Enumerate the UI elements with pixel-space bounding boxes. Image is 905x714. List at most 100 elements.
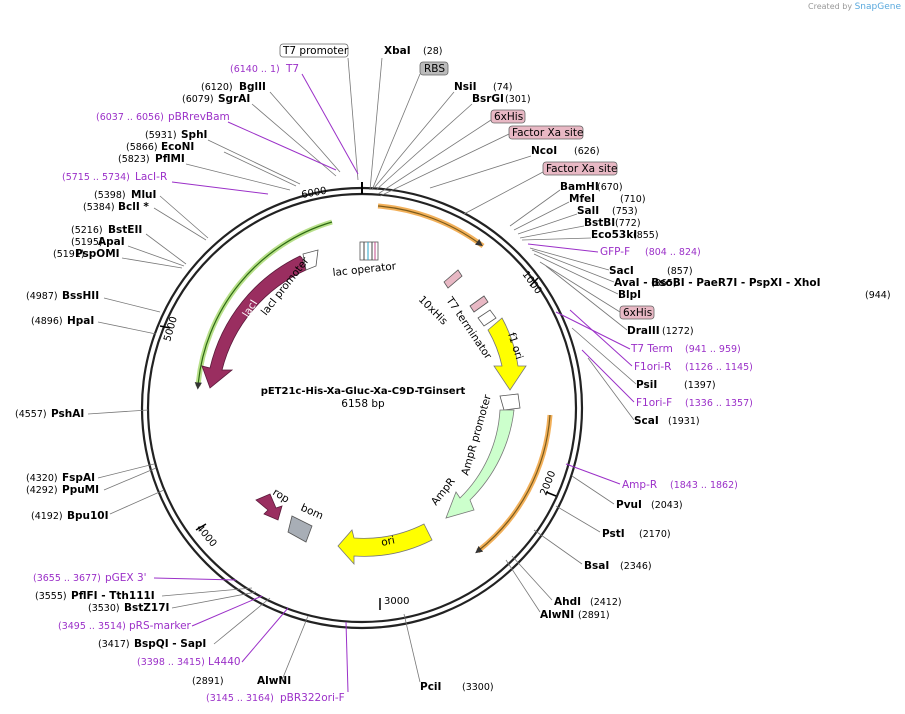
- svg-text:(2891): (2891): [192, 676, 224, 687]
- site-blpi: DraIII: [627, 325, 660, 337]
- svg-text:(941 .. 959): (941 .. 959): [685, 344, 741, 355]
- site-bstbi: Eco53kI: [591, 229, 637, 241]
- site-sali: BstBI: [584, 217, 615, 229]
- svg-text:(5195): (5195): [71, 237, 103, 248]
- site-bspqi-sapi: BspQI - SapI: [134, 638, 206, 650]
- svg-text:(753): (753): [612, 206, 638, 217]
- tick-1000: 1000: [520, 269, 544, 296]
- primer-l4440: L4440: [208, 656, 241, 668]
- svg-text:(3495 .. 3514): (3495 .. 3514): [58, 621, 126, 632]
- svg-text:(2412): (2412): [590, 597, 622, 608]
- site-pcii: AlwNI: [257, 675, 291, 687]
- t7-promoter-label: T7 promoter: [282, 45, 349, 57]
- site-mlui: MluI: [131, 189, 156, 201]
- lac-operator-label: lac operator: [332, 260, 397, 279]
- svg-text:(3145 .. 3164): (3145 .. 3164): [206, 693, 274, 704]
- site-bsai: AhdI: [554, 596, 581, 608]
- ampr-promoter-feature: [499, 393, 521, 411]
- snapgene-logo: SnapGene: [854, 2, 901, 12]
- ampr-feature: [445, 409, 515, 519]
- site-psti: BsaI: [584, 560, 609, 572]
- svg-text:(4292): (4292): [26, 485, 58, 496]
- site-bcli: BclI *: [118, 201, 149, 213]
- site-ahdi: AlwNI: [540, 609, 574, 621]
- ori-label: ori: [380, 534, 396, 549]
- factor-xa-2-label: Factor Xa site: [546, 163, 617, 175]
- svg-text:(3555): (3555): [35, 591, 67, 602]
- tick-5000: 5000: [162, 315, 180, 342]
- site-bglii: BglII: [239, 81, 266, 93]
- site-sphi: SphI: [181, 129, 207, 141]
- svg-text:(2043): (2043): [651, 500, 683, 511]
- site-pvui: PstI: [602, 528, 625, 540]
- svg-text:(855): (855): [633, 230, 659, 241]
- site-xbai: XbaI: [384, 45, 411, 57]
- site-mfei: SalI: [577, 205, 599, 217]
- svg-text:(5823): (5823): [118, 154, 150, 165]
- svg-text:(1397): (1397): [684, 380, 716, 391]
- site-hpai: HpaI: [67, 315, 94, 327]
- site-bsshii: BssHII: [62, 290, 99, 302]
- site-pshai: PshAI: [51, 408, 84, 420]
- factor-xa-1-label: Factor Xa site: [512, 127, 583, 139]
- primer-laci-r: LacI-R: [135, 171, 167, 183]
- site-sgrai: SgrAI: [218, 93, 250, 105]
- svg-text:(4557): (4557): [15, 409, 47, 420]
- svg-text:(5216): (5216): [71, 225, 103, 236]
- svg-text:(28): (28): [423, 46, 443, 57]
- bom-label: bom: [299, 502, 325, 522]
- orf-arc-right: [476, 414, 553, 553]
- t7-terminator-feature: [477, 309, 497, 327]
- his10-feature: [443, 269, 463, 289]
- svg-text:(6079): (6079): [182, 94, 214, 105]
- tick-3000: 3000: [384, 596, 409, 607]
- rop-feature: [255, 493, 283, 521]
- site-pflmi: PflMI: [155, 153, 185, 165]
- svg-text:(804 .. 824): (804 .. 824): [645, 247, 701, 258]
- svg-text:(4987): (4987): [26, 291, 58, 302]
- his6-right-label: 6xHis: [623, 307, 652, 319]
- his10-label: 10xHis: [416, 294, 450, 328]
- svg-text:(3530): (3530): [88, 603, 120, 614]
- svg-text:(4192): (4192): [31, 511, 63, 522]
- svg-text:(5866): (5866): [126, 142, 158, 153]
- rbs-label: RBS: [424, 63, 445, 75]
- svg-text:(865): (865): [651, 278, 677, 289]
- svg-text:(1126 .. 1145): (1126 .. 1145): [685, 362, 753, 373]
- primer-t7-term: T7 Term: [630, 343, 673, 355]
- laci-promoter-feature: [302, 249, 319, 271]
- svg-text:(626): (626): [574, 146, 600, 157]
- snapgene-credit: Created by SnapGene: [808, 2, 901, 12]
- svg-text:(301): (301): [505, 94, 531, 105]
- svg-text:(1931): (1931): [668, 416, 700, 427]
- svg-text:(710): (710): [620, 194, 646, 205]
- top-annotations: T7 promoter XbaI (28) (6140 .. 1) T7 RBS…: [53, 43, 891, 427]
- svg-text:(3417): (3417): [98, 639, 130, 650]
- t7-terminator-mark: [469, 295, 489, 313]
- svg-text:(5191): (5191): [53, 249, 85, 260]
- site-bamhi: MfeI: [569, 193, 595, 205]
- site-alwni: PciI: [420, 681, 441, 693]
- bottom-right-annotations: Amp-R (1843 .. 1862) PvuI (2043) PstI (2…: [403, 463, 738, 693]
- plasmid-size: 6158 bp: [341, 398, 385, 410]
- svg-text:(857): (857): [667, 266, 693, 277]
- site-econi: EcoNI: [161, 141, 194, 153]
- site-apai: ApaI: [98, 236, 125, 248]
- svg-text:(772): (772): [615, 218, 641, 229]
- left-annotations: (4987) BssHII (4896) HpaI (4557) PshAI (…: [15, 290, 349, 704]
- primer-prs-marker: pRS-marker: [129, 620, 192, 632]
- svg-text:(6120): (6120): [201, 82, 233, 93]
- bom-feature: [287, 515, 313, 543]
- svg-text:(2170): (2170): [639, 529, 671, 540]
- site-avai-xhoi: BlpI: [618, 289, 641, 301]
- svg-text:(3300): (3300): [462, 682, 494, 693]
- site-bpu10i: Bpu10I: [67, 510, 109, 522]
- svg-text:(944): (944): [865, 290, 891, 301]
- primer-pbr322ori-f: pBR322ori-F: [280, 692, 345, 704]
- site-bsteii: BstEII: [108, 224, 142, 236]
- primer-amp-r: Amp-R: [622, 479, 657, 491]
- site-saci: AvaI - BsoBI - PaeR7I - PspXI - XhoI: [614, 277, 821, 289]
- site-ppumi: PpuMI: [62, 484, 99, 496]
- primer-pbrrevbam: pBRrevBam: [168, 111, 230, 123]
